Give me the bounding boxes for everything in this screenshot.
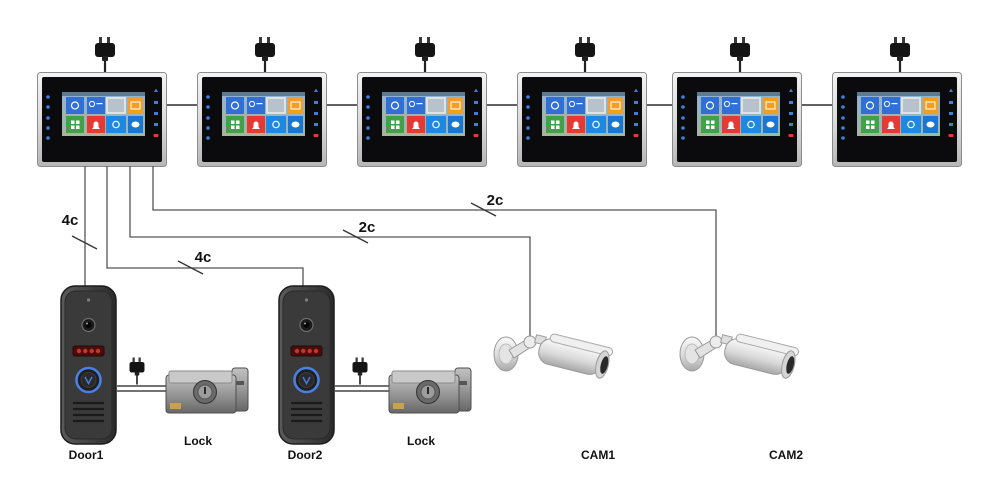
cable-label-door2: 4c [195,249,212,266]
device-label-lock2: Lock [407,434,435,448]
monitor-4 [517,72,647,167]
monitor-3 [357,72,487,167]
device-label-door1: Door1 [69,448,104,462]
camera-2 [679,329,800,381]
monitor-5 [672,72,802,167]
monitor-1 [37,72,167,167]
device-label-lock1: Lock [184,434,212,448]
monitor-chain [37,37,962,167]
cable-monitor-to-door2 [106,166,304,286]
device-label-door2: Door2 [288,448,323,462]
cable-slash-cam2 [470,202,497,217]
cable-slash-door2 [177,260,204,275]
power-adapter-door1 [128,356,146,386]
cable-label-cam1: 2c [359,219,376,236]
cable-slash-door1 [71,235,98,250]
power-adapter-monitor-3 [413,37,437,73]
monitor-6 [832,72,962,167]
power-adapter-monitor-4 [573,37,597,73]
cable-label-door1: 4c [62,212,79,229]
door-station-1 [60,285,117,445]
monitor-2 [197,72,327,167]
door2-group: Door2 Lock [278,285,472,462]
cable-monitor-to-cam2 [152,166,717,336]
electric-lock-1 [165,367,249,414]
power-adapter-monitor-2 [253,37,277,73]
power-adapter-monitor-5 [728,37,752,73]
electric-lock-2 [388,367,472,414]
cables: 4c 4c 2c 2c [62,166,717,336]
cameras: CAM1 CAM2 [493,329,803,462]
device-label-cam2: CAM2 [769,448,803,462]
power-adapter-monitor-6 [888,37,912,73]
lock-cable-door1 [117,385,167,392]
power-adapter-door2 [351,356,369,386]
camera-1 [493,329,614,381]
device-label-cam1: CAM1 [581,448,615,462]
cable-monitor-to-cam1 [129,166,531,336]
lock-cable-door2 [335,385,390,392]
power-adapter-monitor-1 [93,37,117,73]
cable-slash-cam1 [342,229,369,244]
door1-group: Door1 Lock [60,285,249,462]
door-station-2 [278,285,335,445]
cable-label-cam2: 2c [487,192,504,209]
